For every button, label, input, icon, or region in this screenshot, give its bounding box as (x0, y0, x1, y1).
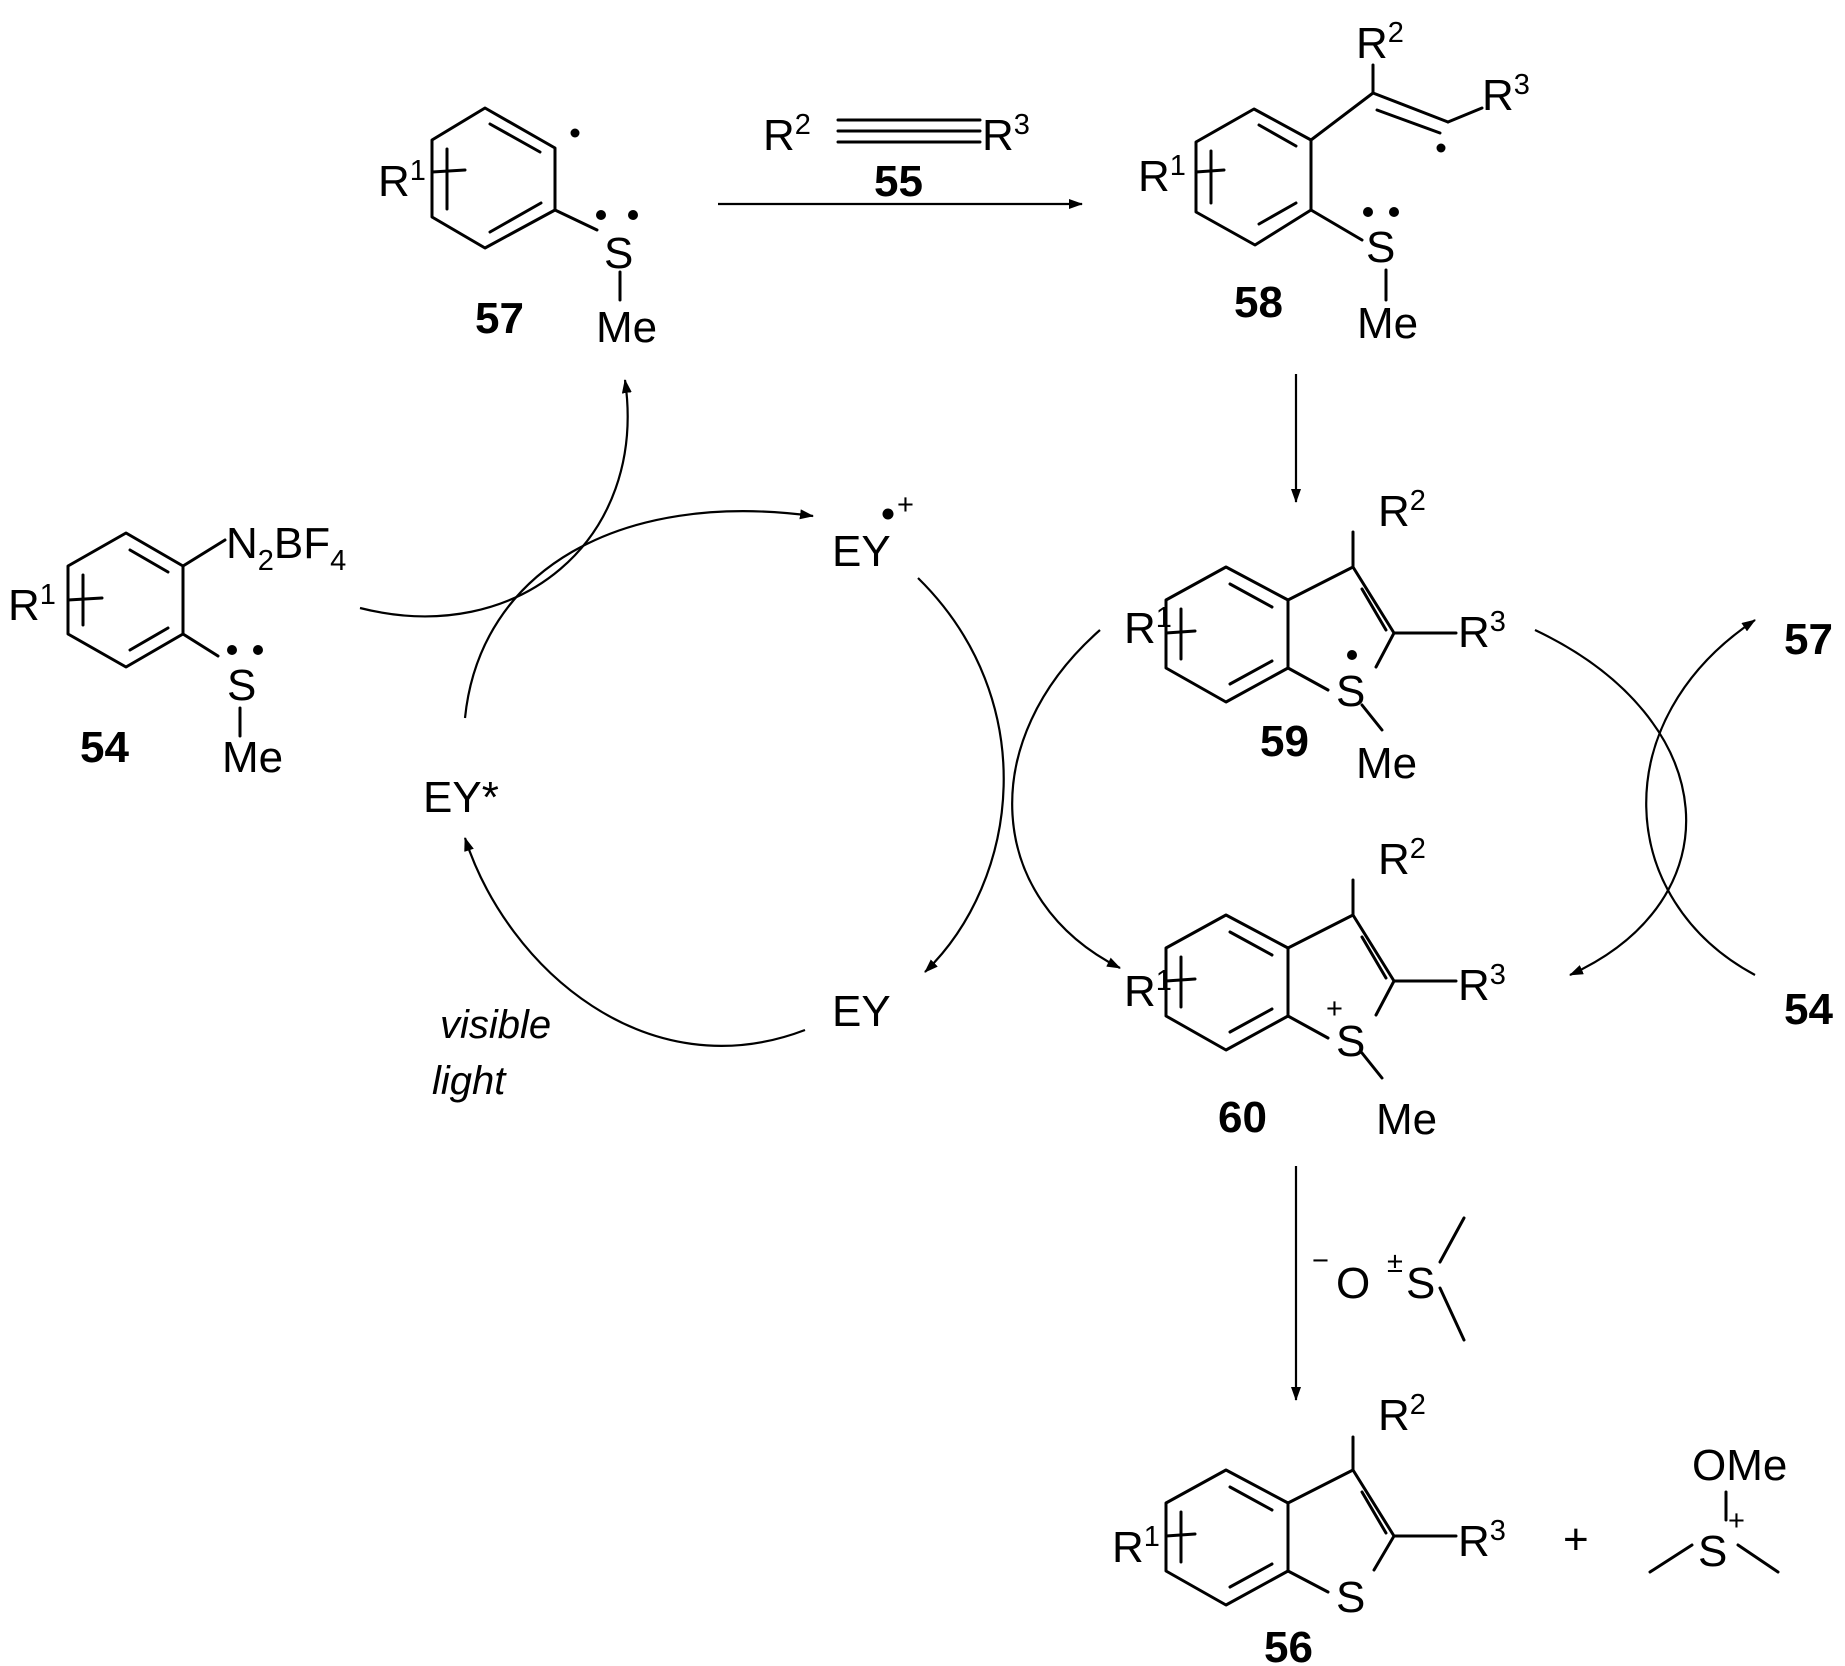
sulfur-atom: S (1698, 1527, 1727, 1576)
methyl-label: Me (1356, 739, 1417, 788)
sulfonium-charge: + (1326, 993, 1343, 1025)
compound-59: R1 R2 R3 S Me 59 (1124, 485, 1506, 788)
compound-number-59: 59 (1260, 717, 1309, 766)
visible-light-condition-line2: light (432, 1059, 507, 1103)
compound-55-alkyne: R2 R3 55 (763, 109, 1030, 206)
r1-label: R1 (8, 579, 56, 630)
compound-number-54: 54 (80, 723, 129, 772)
sulfur-atom: S (1366, 223, 1395, 272)
diazonium-label: N2BF4 (226, 519, 346, 577)
arrow-ey-to-ey-star (463, 837, 806, 1047)
compound-number-55: 55 (874, 157, 923, 206)
sulfur-atom: S (1336, 1573, 1365, 1622)
sulfur-atom: S (1336, 1017, 1365, 1066)
compound-54: R1 N2BF4 S Me 54 (8, 519, 346, 782)
compound-number-60: 60 (1218, 1093, 1267, 1142)
ey-radical-cation: EY (832, 527, 891, 576)
ey-excited-state: EY* (423, 773, 499, 822)
r1-label: R1 (1124, 965, 1172, 1016)
sulfoxide-charge: ± (1387, 1247, 1403, 1279)
compound-57: R1 S Me 57 (378, 106, 657, 352)
methyl-label: Me (222, 733, 283, 782)
compound-number-57: 57 (475, 294, 524, 343)
compound-number-54-right: 54 (1784, 985, 1833, 1034)
arrow-54-to-57-right (1645, 619, 1756, 976)
sulfur-atom: S (604, 229, 633, 278)
r2-label: R2 (1378, 485, 1426, 536)
methyl-label: Me (1357, 299, 1418, 348)
oxygen-atom: O (1336, 1259, 1370, 1308)
arrow-54-to-57 (359, 379, 632, 618)
cation-charge: + (897, 489, 914, 521)
r1-label: R1 (1124, 602, 1172, 653)
dmso-reagent: − O ± S (1312, 1216, 1466, 1342)
photocatalytic-cycle (359, 379, 1005, 1047)
compound-number-56: 56 (1264, 1623, 1313, 1666)
methyl-label: Me (596, 303, 657, 352)
arrow-ey-radical-cation-to-ey (917, 577, 1005, 973)
r2-label: R2 (1356, 17, 1404, 68)
compound-number-57-right: 57 (1784, 615, 1833, 664)
methoxysulfonium-byproduct: OMe + S (1648, 1441, 1787, 1576)
r2-label: R2 (763, 109, 811, 160)
r2-label: R2 (1378, 1389, 1426, 1440)
oxide-charge: − (1312, 1245, 1329, 1277)
arrow-59-to-60-right (1534, 629, 1688, 977)
arrow-59-to-60 (1011, 629, 1121, 969)
r3-label: R3 (1458, 1515, 1506, 1566)
methoxy-label: OMe (1692, 1441, 1787, 1490)
r1-label: R1 (1138, 150, 1186, 201)
r1-label: R1 (1112, 1521, 1160, 1572)
compound-58: R1 R2 R3 S Me 58 (1138, 17, 1530, 348)
compound-number-58: 58 (1234, 278, 1283, 327)
arrow-ey-star-to-ey-radical-cation (463, 509, 814, 719)
ey-ground-state: EY (832, 987, 891, 1036)
compound-60: R1 R2 R3 + S Me 60 (1124, 833, 1506, 1144)
radical-dot (882, 508, 894, 520)
sulfur-atom: S (227, 661, 256, 710)
r3-label: R3 (1458, 959, 1506, 1010)
methyl-label: Me (1376, 1095, 1437, 1144)
visible-light-condition-line1: visible (440, 1003, 551, 1047)
r3-label: R3 (1482, 69, 1530, 120)
r1-label: R1 (378, 155, 426, 206)
r2-label: R2 (1378, 833, 1426, 884)
sulfur-atom: S (1406, 1259, 1435, 1308)
sulfur-atom: S (1336, 667, 1365, 716)
r3-label: R3 (982, 109, 1030, 160)
r3-label: R3 (1458, 606, 1506, 657)
sulfonium-charge: + (1728, 1505, 1745, 1537)
addition-sign: + (1563, 1515, 1589, 1564)
compound-56: R1 R2 R3 S 56 (1112, 1389, 1506, 1666)
